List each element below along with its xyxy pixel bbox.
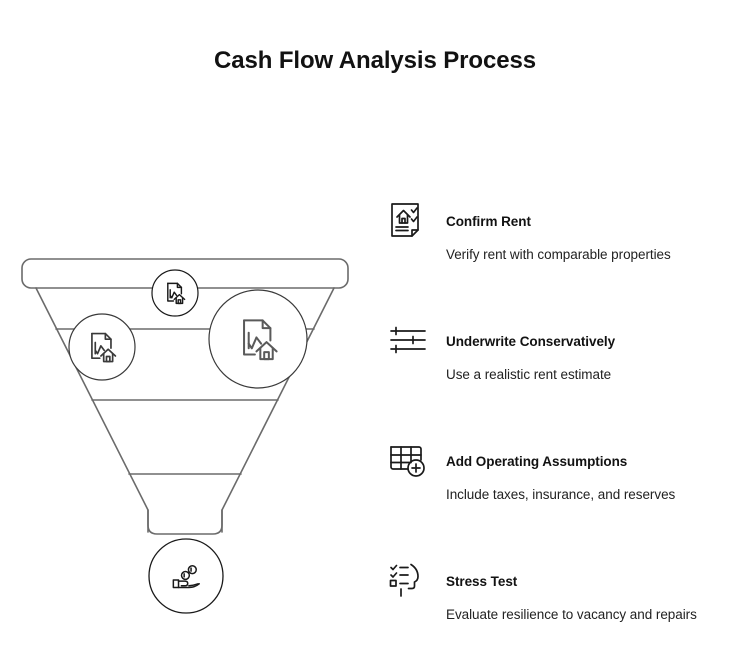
funnel-output-bubble xyxy=(148,538,224,614)
step-item-stress-test[interactable]: Stress Test Evaluate resilience to vacan… xyxy=(382,550,750,670)
step-title: Stress Test xyxy=(446,574,518,589)
step-text-block: Confirm Rent Verify rent with comparable… xyxy=(446,190,746,262)
coin-lower xyxy=(180,570,191,581)
step-description: Use a realistic rent estimate xyxy=(446,367,612,382)
funnel-spout xyxy=(147,509,223,535)
hand-sleeve xyxy=(172,579,180,589)
coin-upper xyxy=(187,565,197,575)
page-title: Cash Flow Analysis Process xyxy=(214,47,536,74)
funnel-icon-bubble-small xyxy=(151,269,199,317)
document-house-check-icon xyxy=(386,198,430,242)
step-title: Underwrite Conservatively xyxy=(446,334,616,349)
steps-list: Confirm Rent Verify rent with comparable… xyxy=(382,190,750,670)
step-item-confirm-rent[interactable]: Confirm Rent Verify rent with comparable… xyxy=(382,190,750,310)
sliders-icon xyxy=(386,318,430,362)
step-text-block: Stress Test Evaluate resilience to vacan… xyxy=(446,550,746,622)
funnel-svg xyxy=(21,258,349,614)
step-text-block: Add Operating Assumptions Include taxes,… xyxy=(446,430,746,502)
funnel-icon-bubble-left xyxy=(68,313,136,381)
step-description: Evaluate resilience to vacancy and repai… xyxy=(446,607,697,622)
property-report-small-doc xyxy=(91,332,112,349)
step-title: Add Operating Assumptions xyxy=(446,454,628,469)
hand-palm xyxy=(177,580,189,587)
step-item-add-operating-assumptions[interactable]: Add Operating Assumptions Include taxes,… xyxy=(382,430,750,550)
funnel-diagram xyxy=(0,120,380,640)
step-title: Confirm Rent xyxy=(446,214,531,229)
table-plus-icon xyxy=(386,438,430,482)
funnel-icon-bubble-right xyxy=(208,289,308,389)
step-description: Include taxes, insurance, and reserves xyxy=(446,487,676,502)
step-description: Verify rent with comparable properties xyxy=(446,247,671,262)
step-text-block: Underwrite Conservatively Use a realisti… xyxy=(446,310,746,382)
head-checklist-icon xyxy=(386,558,430,602)
step-item-underwrite-conservatively[interactable]: Underwrite Conservatively Use a realisti… xyxy=(382,310,750,430)
